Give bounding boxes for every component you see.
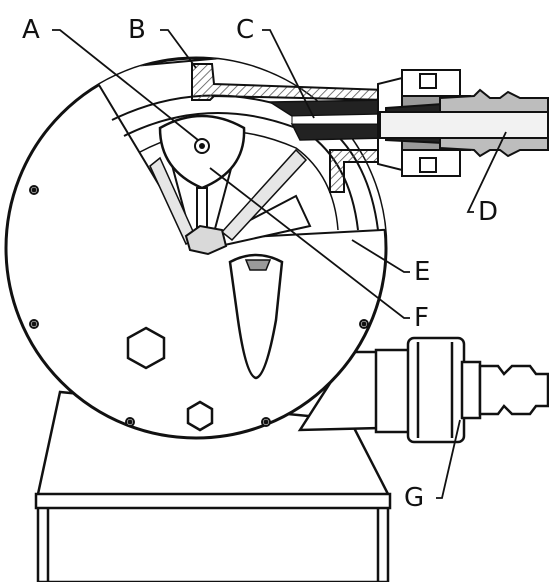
label-d: D — [478, 197, 498, 227]
leader-lines — [52, 29, 507, 499]
label-a: A — [22, 15, 40, 45]
hose-port-housing — [191, 63, 389, 193]
rotor-hub — [184, 224, 228, 256]
label-f: F — [414, 303, 429, 333]
housing-bolts — [29, 185, 369, 427]
label-c: C — [236, 15, 254, 45]
upper-hose-fitting — [377, 69, 549, 177]
label-g: G — [404, 483, 424, 513]
part-labels: A B C D E F G — [22, 15, 498, 513]
small-hex-nut — [186, 400, 214, 432]
label-b: B — [128, 15, 146, 45]
lower-hose-fitting — [297, 336, 549, 444]
lower-shoe — [228, 253, 284, 380]
large-hex-nut — [126, 326, 166, 370]
label-e: E — [414, 257, 430, 287]
roller-shoe — [158, 114, 246, 229]
